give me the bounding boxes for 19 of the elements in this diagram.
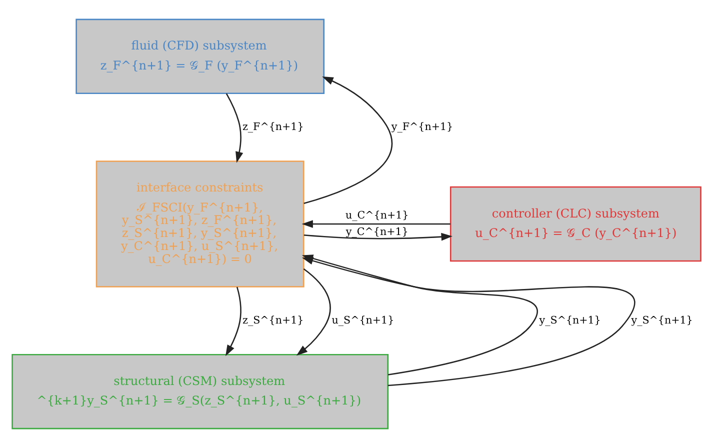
edge-label: y_S^{n+1} [539, 314, 601, 326]
arrow [304, 76, 392, 204]
edge-label: y_S^{n+1} [631, 314, 693, 326]
edge-label: y_C^{n+1} [346, 226, 408, 238]
arrow [302, 220, 450, 228]
arrow [304, 232, 452, 241]
arrow [296, 268, 331, 356]
arrow [226, 286, 242, 356]
edge-label: y_F^{n+1} [391, 120, 454, 133]
arrow [302, 257, 635, 386]
edge-label: u_C^{n+1} [346, 210, 409, 222]
node-box: fluid (CFD) subsystem z_F^{n+1} = 𝒢_F (y_F^{n+1}) [76, 18, 324, 94]
edge-label: z_S^{n+1} [242, 314, 304, 326]
edge-label: z_F^{n+1} [242, 120, 304, 133]
node-box: structural (CSM) subsystem ^{k+1}y_S^{n+1} = 𝒢_S(z_S^{n+1}, u_S^{n+1}) [12, 354, 389, 430]
arrow [226, 93, 244, 163]
node-box: controller (CLC) subsystem u_C^{n+1} = 𝒢_C (y_C^{n+1}) [450, 186, 702, 262]
node-box: interface constraints ℐ_FSCI(y_F^{n+1}, y_S^{n+1}, z_F^{n+1}, z_S^{n+1}, y_S^{n+1}, y_C^{n+1}, u_S^{n+1}, u_C^{n+1}) = 0 [96, 160, 304, 288]
edge-label: u_S^{n+1} [332, 314, 394, 326]
